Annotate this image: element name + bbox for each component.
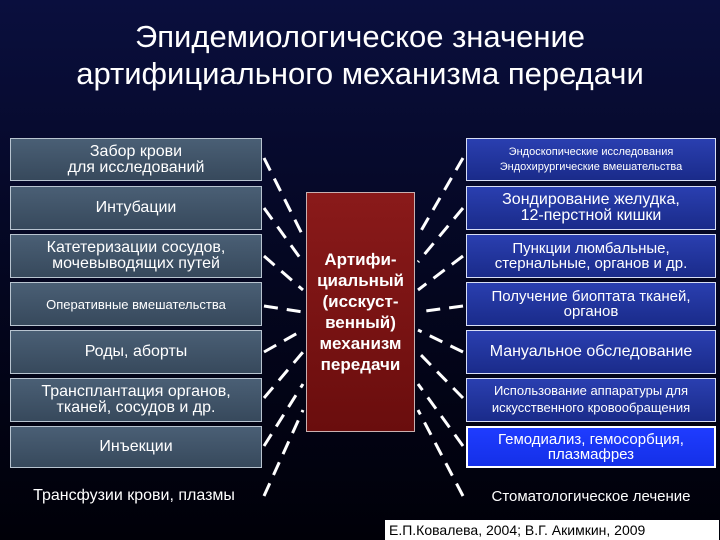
connector-left-2	[263, 254, 304, 292]
right-item-label: Мануальное обследование	[489, 343, 693, 360]
connector-right-0	[416, 157, 465, 237]
connector-left-0	[262, 157, 305, 237]
center-artificial-mechanism: Артифи- циальный (исскуст- венный) механ…	[306, 192, 415, 432]
left-item-label: Катетеризации сосудов, мочевыводящих пут…	[46, 239, 226, 272]
left-item-label: Инъекции	[99, 438, 173, 455]
connector-right-3	[417, 304, 464, 314]
connector-left-3	[263, 304, 304, 314]
left-item-label: Роды, аборты	[84, 343, 188, 360]
right-item-label: Гемодиализ, гемосорбция, плазмафрез	[498, 431, 684, 463]
connector-left-5	[262, 351, 305, 399]
right-item-label: Эндоскопические исследования Эндохирурги…	[499, 145, 683, 173]
connector-left-1	[262, 207, 305, 263]
right-item-label: Стоматологическое лечение	[491, 487, 691, 505]
left-item-transfusions: Трансфузии крови, плазмы	[6, 476, 262, 516]
left-item-blood-sampling: Забор крови для исследований	[10, 138, 262, 181]
left-item-label: Интубации	[95, 199, 177, 216]
right-item-manual-exam: Мануальное обследование	[466, 330, 716, 374]
right-item-label: Получение биоптата тканей, органов	[491, 288, 691, 320]
connector-left-4	[263, 328, 304, 354]
connector-left-7	[262, 409, 305, 497]
connector-right-5	[416, 350, 465, 400]
slide-title-line-2: артифициального механизма передачи	[76, 56, 644, 91]
connector-right-1	[416, 207, 465, 263]
left-item-transplantation: Трансплантация органов, тканей, сосудов …	[10, 378, 262, 422]
left-item-label: Трансфузии крови, плазмы	[33, 487, 235, 504]
right-item-biopsy: Получение биоптата тканей, органов	[466, 282, 716, 326]
connector-right-6	[416, 383, 465, 447]
left-item-label: Оперативные вмешательства	[46, 296, 226, 312]
right-item-label: Пункции люмбальные, стернальные, органов…	[494, 240, 688, 272]
left-item-label: Забор крови для исследований	[67, 142, 205, 176]
left-item-injections: Инъекции	[10, 426, 262, 468]
left-item-intubation: Интубации	[10, 186, 262, 230]
right-item-hemodialysis: Гемодиализ, гемосорбция, плазмафрез	[466, 426, 716, 468]
slide-title-line-1: Эпидемиологическое значение	[134, 19, 586, 54]
connector-right-2	[417, 254, 464, 292]
right-item-artificial-circulation: Использование аппаратуры для искусственн…	[466, 378, 716, 422]
right-item-label: Зондирование желудка, 12-перстной кишки	[502, 191, 680, 224]
right-item-label: Использование аппаратуры для искусственн…	[491, 383, 691, 415]
center-label: Артифи- циальный (исскуст- венный) механ…	[317, 250, 404, 374]
left-item-catheterization: Катетеризации сосудов, мочевыводящих пут…	[10, 234, 262, 278]
left-item-label: Трансплантация органов, тканей, сосудов …	[41, 383, 231, 416]
left-item-childbirth-abortions: Роды, аборты	[10, 330, 262, 374]
right-item-gastric-probing: Зондирование желудка, 12-перстной кишки	[466, 186, 716, 230]
right-item-dental: Стоматологическое лечение	[466, 476, 716, 516]
connector-left-6	[262, 383, 305, 447]
source-citation: Е.П.Ковалева, 2004; В.Г. Акимкин, 2009	[385, 520, 719, 540]
right-item-punctures: Пункции люмбальные, стернальные, органов…	[466, 234, 716, 278]
left-item-surgery: Оперативные вмешательства	[10, 282, 262, 326]
slide-title: Эпидемиологическое значение артифициальн…	[0, 18, 720, 92]
connector-right-4	[417, 328, 464, 354]
right-item-endoscopy: Эндоскопические исследования Эндохирурги…	[466, 138, 716, 181]
connector-right-7	[416, 409, 465, 497]
